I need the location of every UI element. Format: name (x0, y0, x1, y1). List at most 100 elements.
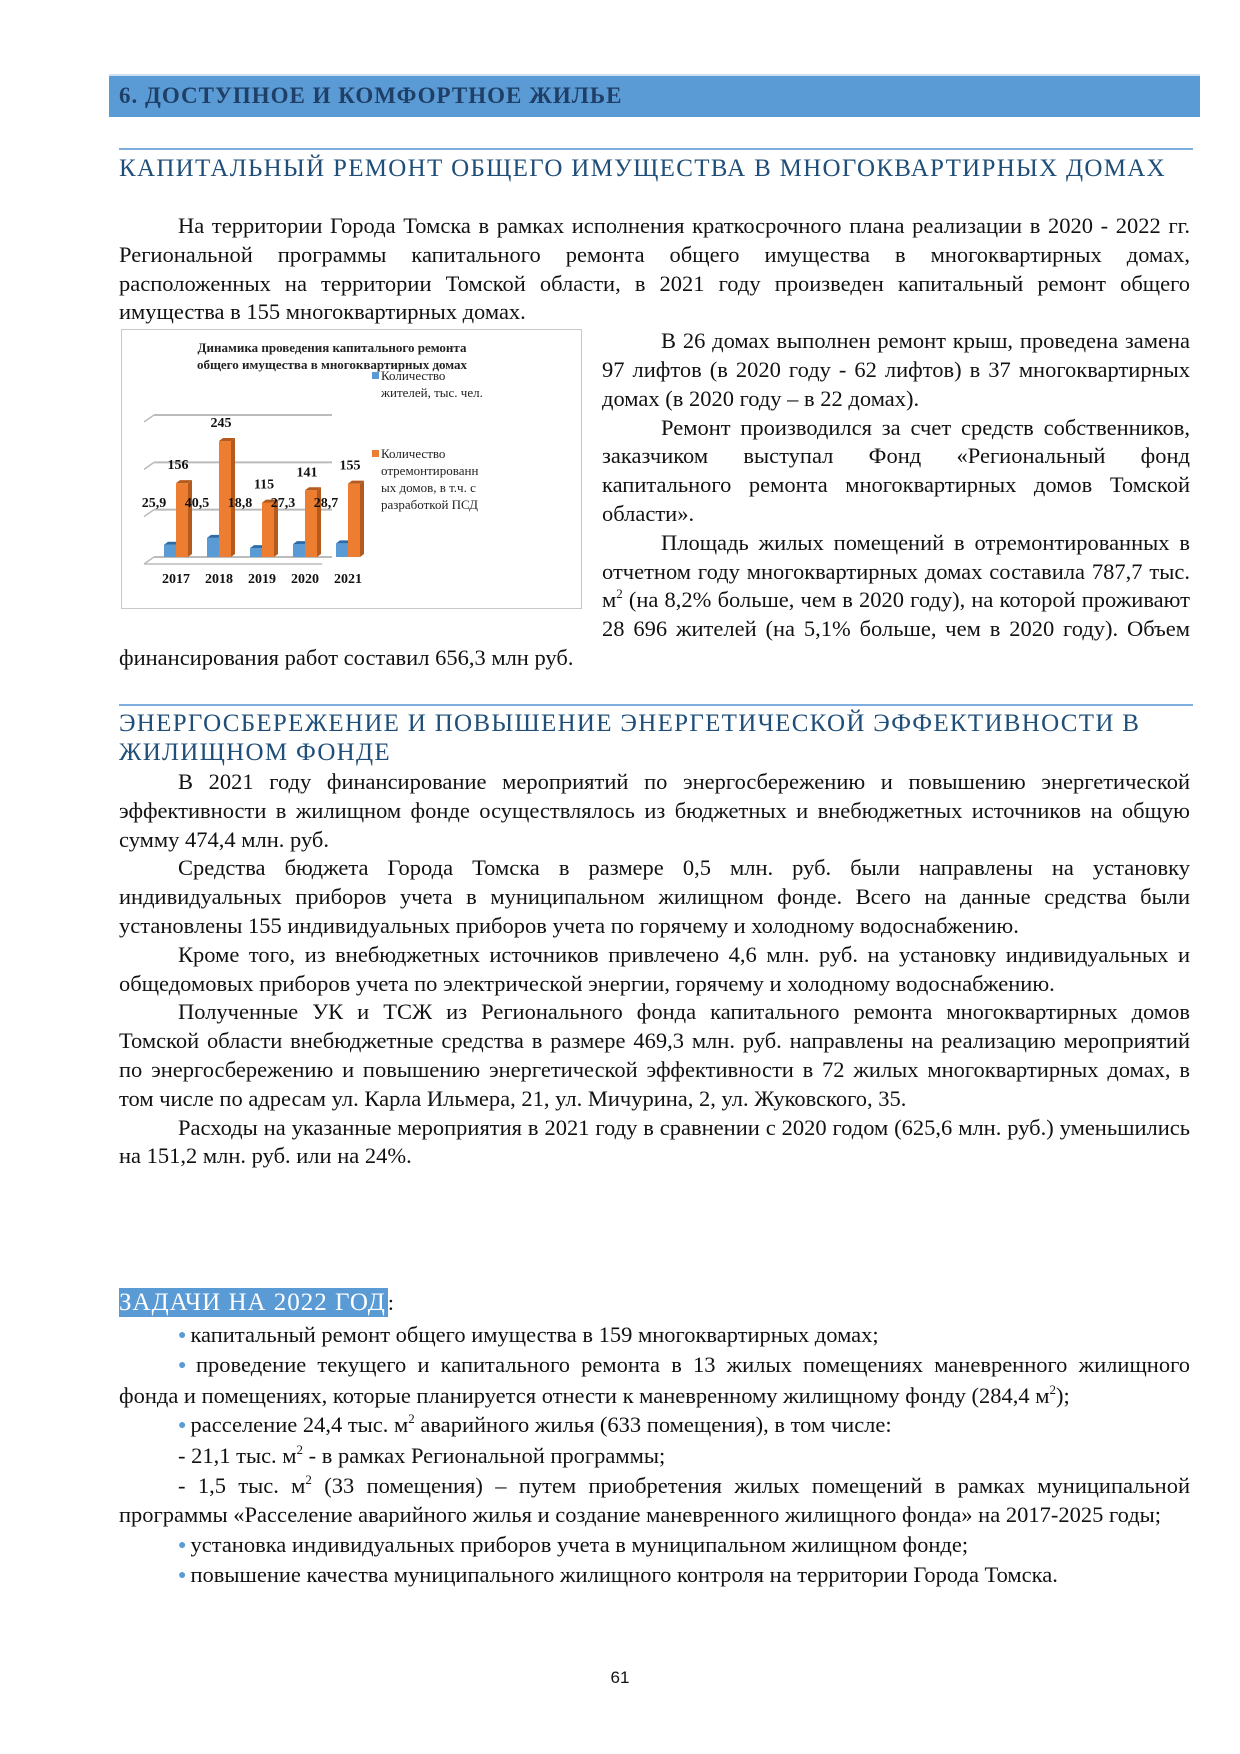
task-item: ●капитальный ремонт общего имущества в 1… (119, 1320, 1190, 1351)
bar-chart: Динамика проведения капитального ремонта… (142, 340, 483, 587)
text: (на 8,2% больше, чем в 2020 году), на ко… (119, 587, 1190, 670)
bar-residents (207, 538, 219, 558)
legend-label: жителей, тыс. чел. (380, 385, 483, 400)
page-number: 61 (610, 1668, 630, 1687)
task-subitem: - 1,5 тыс. м2 (33 помещения) – путем при… (119, 1471, 1190, 1530)
text: капитальный ремонт общего имущества в 15… (190, 1321, 879, 1347)
bullet-icon: ● (178, 1327, 187, 1343)
bar-residents (164, 544, 176, 558)
paragraph: Ремонт производился за счет средств собс… (602, 414, 1190, 526)
text: проведение текущего и капитального ремон… (119, 1352, 1190, 1408)
data-label: 18,8 (228, 496, 253, 511)
tasks-heading: ЗАДАЧИ НА 2022 ГОД (119, 1288, 388, 1317)
gridline-depth (143, 461, 155, 471)
x-tick-label: 2019 (248, 572, 276, 587)
data-label: 27,3 (271, 496, 296, 511)
bar-side (188, 480, 192, 558)
text: ); (1055, 1382, 1070, 1408)
section-heading-capital-repair: КАПИТАЛЬНЫЙ РЕМОНТ ОБЩЕГО ИМУЩЕСТВА В МН… (119, 155, 1166, 182)
legend-label: разработкой ПСД (381, 497, 478, 512)
section-capital-repair-body: На территории Города Томска в рамках исп… (119, 212, 1190, 673)
data-label: 245 (211, 416, 232, 431)
x-tick-label: 2020 (291, 572, 319, 587)
section-divider (119, 148, 1193, 150)
paragraph: Полученные УК и ТСЖ из Регионального фон… (119, 999, 1190, 1111)
bar-houses (305, 490, 317, 558)
superscript: 2 (296, 1441, 304, 1457)
text: повышение качества муниципального жилищн… (190, 1562, 1058, 1588)
text: Площадь жилых помещений в отремонтирован… (602, 529, 1190, 613)
data-label: 115 (254, 478, 274, 493)
data-label: 25,9 (142, 496, 167, 511)
paragraph: В 2021 году финансирование мероприятий п… (119, 769, 1190, 852)
bullet-icon: ● (178, 1358, 192, 1374)
gridline-depth (143, 414, 155, 423)
bar-houses (348, 483, 360, 558)
task-item: ●установка индивидуальных приборов учета… (119, 1530, 1190, 1561)
task-item: ●проведение текущего и капитального ремо… (119, 1350, 1190, 1410)
legend-swatch (372, 372, 379, 380)
text: - 21,1 тыс. м (178, 1442, 297, 1468)
task-subitem: - 21,1 тыс. м2 - в рамках Региональной п… (119, 1441, 1190, 1471)
data-label: 141 (297, 465, 318, 480)
bar-residents (336, 543, 348, 558)
bar-top (262, 499, 278, 503)
chapter-title: 6. ДОСТУПНОЕ И КОМФОРТНОЕ ЖИЛЬЕ (119, 83, 623, 108)
tasks-section: ЗАДАЧИ НА 2022 ГОД: ●капитальный ремонт … (119, 1288, 1190, 1591)
bar-residents (250, 548, 262, 558)
bar-houses (262, 502, 274, 558)
chart-title: Динамика проведения капитального ремонта (198, 340, 467, 355)
data-label: 40,5 (185, 496, 210, 511)
text: (33 помещения) – путем приобретения жилы… (119, 1472, 1190, 1528)
bar-top (219, 438, 235, 442)
x-tick-label: 2021 (334, 572, 362, 587)
text: аварийного жилья (633 помещения), в том … (414, 1412, 892, 1438)
legend-label: Количество (381, 446, 445, 461)
paragraph: Расходы на указанные мероприятия в 2021 … (119, 1114, 1190, 1169)
paragraph: На территории Города Томска в рамках исп… (119, 213, 1190, 325)
repair-chart: Динамика проведения капитального ремонта… (121, 329, 582, 610)
colon: : (387, 1290, 395, 1315)
section-energy-body: В 2021 году финансирование мероприятий п… (119, 768, 1190, 1171)
bar-houses (176, 483, 188, 558)
bullet-icon: ● (178, 1568, 187, 1584)
bar-top (348, 480, 364, 484)
data-label: 155 (340, 459, 361, 474)
text: - 1,5 тыс. м (178, 1472, 306, 1498)
chart-title: общего имущества в многоквартирных домах (197, 357, 468, 372)
bar-side (317, 487, 321, 558)
bullet-icon: ● (178, 1537, 187, 1553)
paragraph: Кроме того, из внебюджетных источников п… (119, 941, 1190, 996)
bar-residents (293, 544, 305, 558)
paragraph: Средства бюджета Города Томска в размере… (119, 855, 1190, 938)
bullet-icon: ● (178, 1418, 187, 1434)
data-label: 156 (168, 458, 189, 473)
tasks-heading-line: ЗАДАЧИ НА 2022 ГОД: (119, 1288, 1190, 1318)
text: установка индивидуальных приборов учета … (190, 1531, 969, 1557)
superscript: 2 (408, 1411, 415, 1427)
superscript: 2 (305, 1471, 312, 1487)
legend-label: отремонтированн (381, 463, 478, 478)
bar-houses (219, 441, 231, 558)
bar-side (231, 438, 235, 558)
paragraph: Площадь жилых помещений в отремонтирован… (119, 529, 1190, 673)
gridline-depth (143, 509, 155, 518)
data-label: 28,7 (314, 496, 339, 511)
chapter-banner: 6. ДОСТУПНОЕ И КОМФОРТНОЕ ЖИЛЬЕ (109, 74, 1200, 117)
legend-swatch (372, 450, 379, 458)
paragraph: В 26 домах выполнен ремонт крыш, проведе… (602, 328, 1190, 411)
legend-label: ых домов, в т.ч. с (381, 480, 476, 495)
superscript: 2 (616, 586, 623, 602)
bar-side (360, 480, 364, 558)
bar-side (274, 499, 278, 558)
section-heading-energy: ЭНЕРГОСБЕРЕЖЕНИЕ И ПОВЫШЕНИЕ ЭНЕРГЕТИЧЕС… (119, 710, 1141, 766)
section-divider (119, 704, 1193, 706)
x-tick-label: 2017 (162, 572, 190, 587)
text: - в рамках Региональной программы; (303, 1442, 666, 1468)
bar-top (176, 480, 192, 484)
superscript: 2 (1049, 1381, 1056, 1397)
x-tick-label: 2018 (205, 572, 233, 587)
task-item: ●повышение качества муниципального жилищ… (119, 1560, 1190, 1591)
task-item: ●расселение 24,4 тыс. м2 аварийного жиль… (119, 1410, 1190, 1441)
